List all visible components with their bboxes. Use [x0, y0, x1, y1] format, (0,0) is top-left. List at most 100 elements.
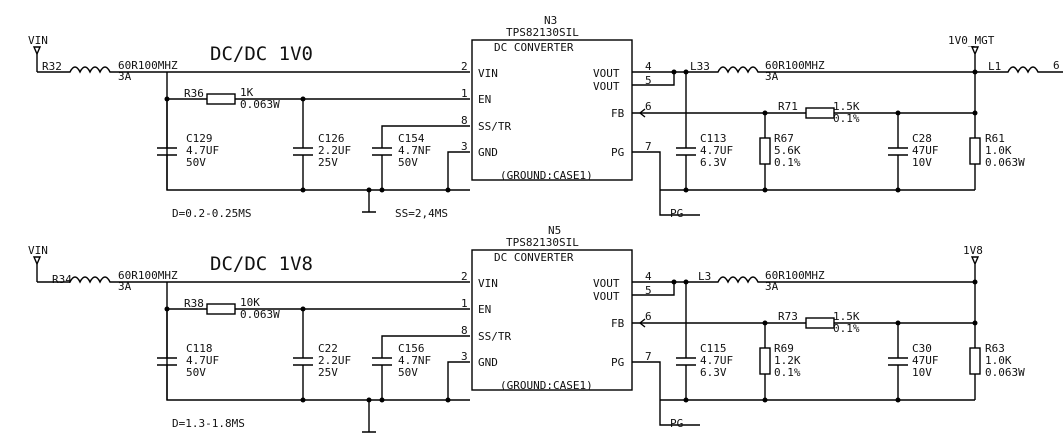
en-resistor-value: 1K [240, 86, 254, 99]
pin-name: EN [478, 93, 491, 106]
ic-body [471, 249, 633, 391]
input-ferrite-rating: 3A [118, 280, 132, 293]
load-resistor-rating: 0.063W [985, 366, 1025, 379]
vin-power-symbol: VIN [28, 34, 48, 72]
ground-symbol [362, 190, 376, 213]
cap-in-2-value: 2.2UF [318, 144, 351, 157]
cap-out-1-value: 4.7UF [700, 354, 733, 367]
pin-name: PG [611, 146, 624, 159]
cap-in-1-ref: C129 [186, 132, 213, 145]
pin-name: VOUT [593, 290, 620, 303]
pin-name: VOUT [593, 80, 620, 93]
output-ferrite-value: 60R100MHZ [765, 269, 825, 282]
cap-in-3-value: 4.7NF [398, 354, 431, 367]
cap-out-2-ref: C30 [912, 342, 932, 355]
load-resistor [969, 137, 981, 165]
cap-in-2-ref: C22 [318, 342, 338, 355]
load-resistor [969, 347, 981, 375]
cap-in-1-value: 4.7UF [186, 354, 219, 367]
ic-ground-note: (GROUND:CASE1) [500, 169, 593, 182]
cap-out-2-value: 47UF [912, 144, 939, 157]
output-ferrite-ref: L3 [698, 270, 711, 283]
input-ferrite-value: 60R100MHZ [118, 269, 178, 282]
cap-in-2-voltage: 25V [318, 366, 338, 379]
fb-top-ref: R73 [778, 310, 798, 323]
cap-out-2-voltage: 10V [912, 366, 932, 379]
cap-out-1-voltage: 6.3V [700, 366, 727, 379]
ic-ground-note: (GROUND:CASE1) [500, 379, 593, 392]
load-resistor-ref: R61 [985, 132, 1005, 145]
fb-bottom-value: 1.2K [774, 354, 801, 367]
cap-out-1-ref: C115 [700, 342, 727, 355]
pin-name: SS/TR [478, 330, 511, 343]
pin-num: 3 [461, 140, 468, 153]
ic-ref: N3 [544, 14, 557, 27]
block-title: DC/DC 1V8 [210, 253, 313, 275]
pin-num: 7 [645, 140, 652, 153]
en-resistor-rating: 0.063W [240, 98, 280, 111]
pin-name: VIN [478, 67, 498, 80]
pin-num: 1 [461, 87, 468, 100]
ic-body [471, 39, 633, 181]
load-resistor-value: 1.0K [985, 144, 1012, 157]
input-ferrite-value: 60R100MHZ [118, 59, 178, 72]
output-ferrite-inductor [686, 66, 975, 74]
ic-part: TPS82130SIL [506, 236, 579, 249]
cap-in-1-value: 4.7UF [186, 144, 219, 157]
output-ferrite-rating: 3A [765, 280, 779, 293]
pin-name: VOUT [593, 277, 620, 290]
cap-in-3-voltage: 50V [398, 366, 418, 379]
pin-name: GND [478, 356, 498, 369]
fb-bottom-tol: 0.1% [774, 366, 801, 379]
input-ferrite-rating: 3A [118, 70, 132, 83]
pin-name: EN [478, 303, 491, 316]
en-resistor [206, 303, 236, 315]
input-ferrite-inductor [37, 276, 470, 284]
pin-name: SS/TR [478, 120, 511, 133]
pin-num: 8 [461, 114, 468, 127]
delay-note: D=0.2-0.25MS [172, 207, 251, 220]
cap-out-1-value: 4.7UF [700, 144, 733, 157]
ic-type: DC CONVERTER [494, 41, 574, 54]
pin-num: 4 [645, 270, 652, 283]
vin-net-label: VIN [28, 34, 48, 47]
fb-top-resistor [805, 317, 835, 329]
ic-type: DC CONVERTER [494, 251, 574, 264]
pin-name: PG [611, 356, 624, 369]
output-ferrite-ref: L33 [690, 60, 710, 73]
pin-num: 2 [461, 270, 468, 283]
load-resistor-rating: 0.063W [985, 156, 1025, 169]
pg-net-label: PG [670, 207, 683, 220]
cap-in-3-value: 4.7NF [398, 144, 431, 157]
vin-net-label: VIN [28, 244, 48, 257]
fb-bottom-ref: R67 [774, 132, 794, 145]
pin-name: GND [478, 146, 498, 159]
fb-bottom-resistor [759, 347, 771, 375]
delay-note: D=1.3-1.8MS [172, 417, 245, 430]
fb-bottom-resistor [759, 137, 771, 165]
cap-in-3-ref: C156 [398, 342, 425, 355]
output-ferrite-value: 60R100MHZ [765, 59, 825, 72]
cap-in-1-voltage: 50V [186, 366, 206, 379]
pin-num: 6 [645, 310, 652, 323]
fb-top-value: 1.5K [833, 100, 860, 113]
input-ferrite-inductor [37, 66, 470, 74]
cap-out-2-voltage: 10V [912, 156, 932, 169]
pin-num: 5 [645, 284, 652, 297]
input-ferrite-ref: R32 [42, 60, 62, 73]
fb-bottom-value: 5.6K [774, 144, 801, 157]
en-resistor-ref: R38 [184, 297, 204, 310]
fb-bottom-tol: 0.1% [774, 156, 801, 169]
output-ferrite-inductor [686, 276, 975, 284]
en-resistor-value: 10K [240, 296, 260, 309]
ic-part: TPS82130SIL [506, 26, 579, 39]
fb-bottom-ref: R69 [774, 342, 794, 355]
pin-num: 6 [645, 100, 652, 113]
ss-note: SS=2,4MS [395, 207, 448, 220]
extra-inductor-ref: L1 [988, 60, 1001, 73]
output-net-label: 1V8 [963, 244, 983, 257]
dcdc-1v8-block: VIN R34 60R100MHZ 3A DC/DC 1V8 R38 10K 0… [28, 224, 1025, 433]
pin-num: 3 [461, 350, 468, 363]
pin-name: FB [611, 107, 625, 120]
fb-top-value: 1.5K [833, 310, 860, 323]
